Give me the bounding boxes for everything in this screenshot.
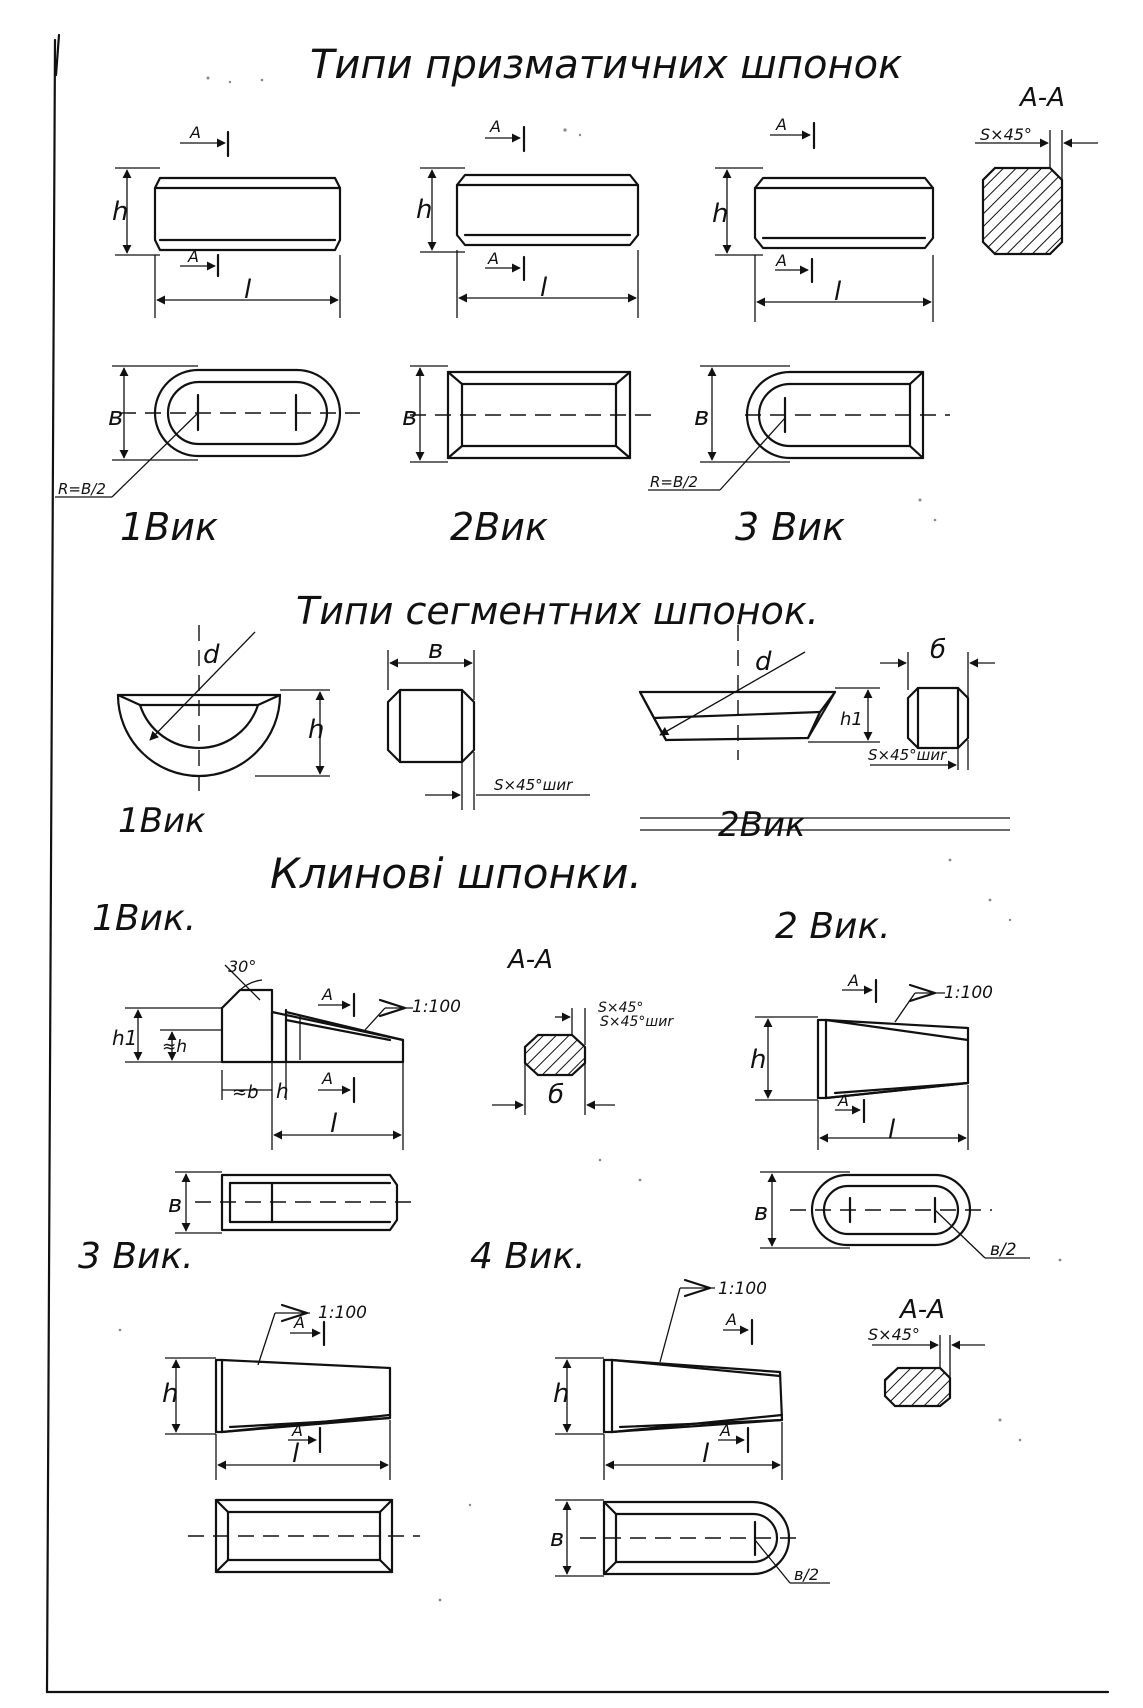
dim-l-wedge3: l (292, 1439, 300, 1469)
dim-b-seg1: в (428, 635, 443, 665)
variant-label-wedge-2: 2 Вик. (775, 906, 891, 947)
wedge-key-variant-3-top (188, 1498, 420, 1574)
dim-b-3: в (694, 402, 709, 432)
variant-label-segment-2: 2Вик (718, 805, 806, 845)
arrow-a-2b: А (487, 249, 499, 268)
dim-h-1: h (112, 197, 128, 227)
arrow-a-2a: А (489, 117, 501, 136)
taper-wedge3: 1:100 (318, 1303, 367, 1323)
dim-h-wedge2: h (750, 1045, 766, 1075)
chamfer-label-1: S×45° (980, 125, 1032, 144)
taper-wedge2: 1:100 (944, 983, 993, 1003)
section-label-a-a-2: А-А (506, 945, 553, 975)
dim-b-wedge4: в (550, 1524, 564, 1552)
segment-key-variant-1-side (386, 650, 590, 810)
dim-d-seg1: d (203, 640, 220, 670)
radius-label-3: R=В/2 (650, 473, 698, 491)
scan-noise (118, 76, 1062, 1602)
dim-l-wedge2: l (888, 1115, 896, 1145)
segment-key-variant-2-side (870, 652, 995, 770)
arrow-a-3a: А (775, 115, 787, 134)
radius-wedge4: в/2 (794, 1565, 819, 1584)
taper-wedge1: 1:100 (412, 997, 461, 1017)
title-segment-keys: Типи сегментних шпонок. (296, 589, 819, 633)
wedge-key-variant-2-top (760, 1171, 1030, 1259)
variant-label-wedge-4: 4 Вик. (470, 1236, 586, 1277)
dim-angle-wedge1: 30° (228, 957, 256, 976)
dim-l-1: l (244, 275, 252, 305)
dim-h-2: h (416, 195, 432, 225)
section-a-a-prismatic (975, 130, 1098, 256)
wedge-key-variant-2-front (755, 978, 970, 1150)
prismatic-key-front-view-3 (715, 121, 935, 322)
title-wedge-keys: Клинові шпонки. (270, 849, 642, 898)
chamfer-label-wedge-shir: S×45°шиr (600, 1014, 674, 1030)
arrow-a-w2a: А (847, 971, 859, 990)
arrow-a-w4b: А (719, 1421, 731, 1440)
dim-h-3: h (712, 199, 728, 229)
dim-approx-b-wedge1: ≈b (232, 1082, 259, 1103)
wedge-key-variant-4-front (555, 1278, 784, 1480)
dim-h1-seg2: h1 (840, 709, 863, 730)
arrow-a-w3b: А (291, 1421, 303, 1440)
prismatic-key-front-view-2 (420, 125, 640, 318)
variant-label-prismatic-1: 1Вик (120, 505, 218, 549)
chamfer-label-wedge4: S×45° (868, 1325, 920, 1344)
wedge-key-variant-4-top (555, 1499, 830, 1584)
variant-label-prismatic-2: 2Вик (450, 505, 548, 549)
title-prismatic-keys: Типи призматичних шпонок (310, 42, 902, 88)
section-label-a-a-3: А-А (898, 1295, 945, 1325)
dim-d-seg2: d (755, 647, 772, 677)
dim-b-wedge1: в (168, 1190, 182, 1218)
arrow-a-w3a: А (293, 1313, 305, 1332)
arrow-a-3b: А (775, 251, 787, 270)
dim-h-wedge4: h (553, 1379, 569, 1409)
chamfer-label-seg2: S×45°шиr (868, 746, 947, 764)
section-a-a-wedge-4 (872, 1335, 985, 1408)
radius-wedge2: в/2 (990, 1240, 1017, 1260)
prismatic-key-front-view-1 (115, 130, 342, 318)
wedge-key-variant-3-front (165, 1303, 392, 1480)
dim-h-wedge1: h (276, 1079, 289, 1103)
wedge-key-variant-1-top (175, 1171, 420, 1234)
dim-b-seg2: б (930, 635, 946, 665)
taper-wedge4: 1:100 (718, 1279, 767, 1299)
prismatic-key-top-view-2 (410, 365, 660, 463)
prismatic-key-top-view-1 (55, 365, 360, 498)
prismatic-key-top-view-3 (648, 365, 950, 491)
chamfer-label-wedge: S×45° (598, 1000, 643, 1016)
radius-label-1: R=В/2 (58, 480, 106, 498)
arrow-a-w1a: А (321, 985, 333, 1004)
segment-key-variant-2 (638, 625, 880, 760)
dim-h-seg1: h (308, 715, 324, 745)
arrow-a-1b: А (187, 247, 199, 266)
variant-label-wedge-3: 3 Вик. (78, 1236, 194, 1277)
dim-l-2: l (540, 273, 548, 303)
arrow-a-w2b: А (837, 1091, 849, 1110)
dim-approx-h-wedge1: ≈h (162, 1037, 187, 1057)
dim-l-wedge1: l (330, 1109, 338, 1139)
variant-label-wedge-1: 1Вик. (92, 898, 196, 939)
arrow-a-1a: А (189, 123, 201, 142)
section-a-a-wedge (492, 1008, 615, 1115)
dim-b-2: в (402, 402, 417, 432)
section-label-a-a-1: А-А (1018, 83, 1065, 113)
wedge-key-variant-1-front (125, 964, 413, 1150)
segment-key-variant-1 (116, 625, 330, 800)
dim-l-3: l (834, 277, 842, 307)
arrow-a-w4a: А (725, 1310, 737, 1329)
dim-h1-wedge1: h1 (112, 1026, 137, 1050)
variant-label-segment-1: 1Вик (118, 801, 206, 841)
variant-label-prismatic-3: 3 Вик (735, 505, 845, 549)
arrow-a-w1b: А (321, 1069, 333, 1088)
dim-h-wedge3: h (162, 1379, 178, 1409)
drawing-frame (45, 33, 1110, 1694)
dim-l-wedge4: l (702, 1439, 710, 1469)
dim-b-section: б (548, 1080, 564, 1110)
dim-b-1: в (108, 402, 123, 432)
dim-b-wedge2: в (754, 1198, 768, 1226)
chamfer-label-seg1: S×45°шиr (494, 776, 573, 794)
